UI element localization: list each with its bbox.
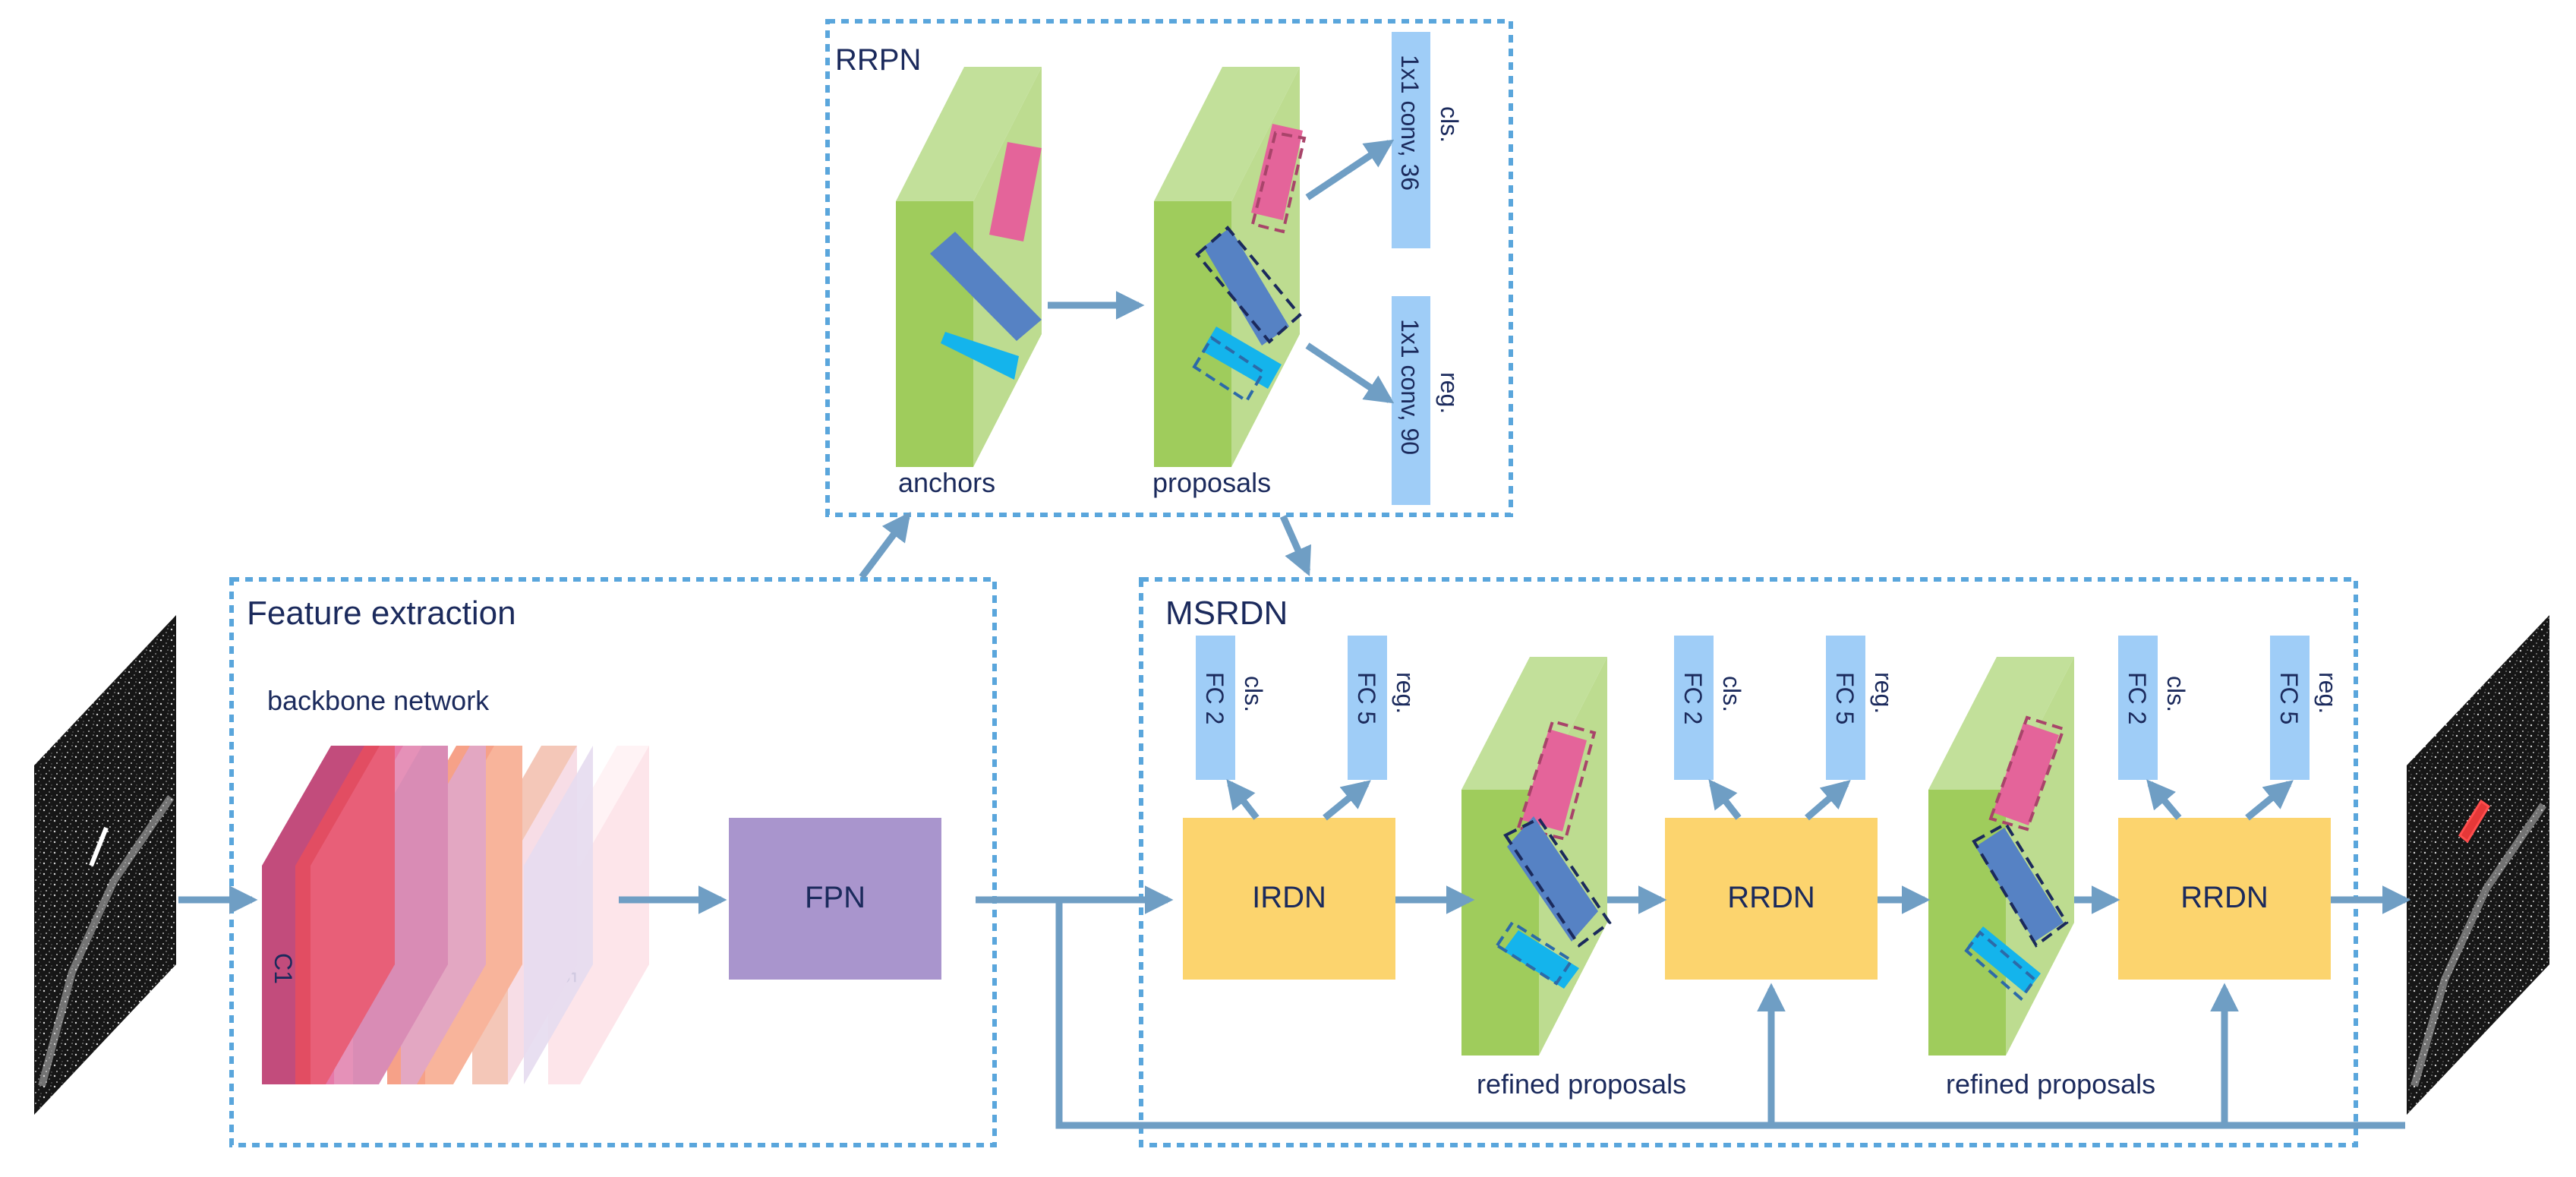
fpn-label: FPN [805,881,865,914]
stage-1-cls-head-label: FC 2 [1201,672,1228,724]
stage-1-irdn: IRDN [1183,818,1395,980]
stage-1-label: IRDN [1252,881,1326,914]
arrow-stage-3-to-reg [2245,780,2294,821]
stage-2-rrdn: RRDN [1665,818,1878,980]
stage-2-cls-head: FC 2 cls. [1674,636,1745,780]
refined-proposals-label-2: refined proposals [1946,1068,2155,1100]
rrpn-cls-head: 1x1 conv, 36 cls. [1392,32,1463,248]
anchors-label: anchors [898,467,995,498]
arrow-stage-3-to-cls [2146,779,2182,820]
stage-2-cls-tag: cls. [1718,676,1745,712]
input-image [34,615,176,1115]
backbone-layer-c1-label: C1 [270,953,297,984]
detected-ship-box [2458,799,2491,844]
stage-3-reg-tag: reg. [2314,672,2341,714]
anchors-feature-map: anchors [896,67,1042,498]
refined-proposals-label-1: refined proposals [1477,1068,1686,1100]
output-image [2407,615,2549,1115]
stage-1-cls-head: FC 2 cls. [1196,636,1267,780]
arrow-stage-1-to-cls [1226,779,1260,820]
backbone-network: C5 C4 C3 C2 C1 [262,746,649,1084]
feature-extraction-title: Feature extraction [247,595,516,632]
proposal-box-cyan [1192,327,1282,403]
rrpn-cls-head-label: 1x1 conv, 36 [1396,55,1424,191]
anchor-box-blue [930,232,1042,341]
msrdn-title: MSRDN [1165,595,1288,632]
arrow-proposals-to-reg [1305,342,1395,404]
feature-skip-line [1055,900,2405,1129]
refined-proposals-map-2: refined proposals [1928,657,2155,1100]
rrpn-title: RRPN [835,43,921,77]
stage-3-cls-tag: cls. [2162,676,2190,712]
rrpn-frame: RRPN [825,19,1513,517]
stage-1-reg-head-label: FC 5 [1353,672,1380,724]
arrow-rrpn-to-msrdn [1279,515,1311,576]
proposal-box-blue [1195,226,1302,346]
proposal-box-pink [1250,124,1307,234]
proposals-label: proposals [1152,467,1271,498]
stage-1-reg-tag: reg. [1392,672,1419,714]
msrdn-frame: MSRDN [1139,577,2358,1147]
stage-3-label: RRDN [2180,881,2269,914]
stage-1-reg-head: FC 5 reg. [1348,636,1419,780]
flow-arrows [178,139,2411,1129]
rrpn-cls-tag: cls. [1436,106,1463,143]
stage-3-reg-head: FC 5 reg. [2270,636,2341,780]
stage-3-reg-head-label: FC 5 [2275,672,2303,724]
rrpn-reg-tag: reg. [1436,372,1463,414]
arrow-proposals-to-cls [1305,139,1395,200]
stage-2-cls-head-label: FC 2 [1679,672,1707,724]
arrow-fpn-to-rrpn [859,511,911,579]
backbone-label: backbone network [267,685,490,716]
backbone-layer-c1: C1 [262,746,395,1084]
rrpn-reg-head-label: 1x1 conv, 90 [1396,319,1424,455]
refined-proposals-map-1: refined proposals [1461,657,1686,1100]
stage-2-reg-tag: reg. [1870,672,1897,714]
stage-2-label: RRDN [1727,881,1815,914]
stage-2-reg-head: FC 5 reg. [1826,636,1897,780]
anchor-box-pink [989,142,1042,241]
proposals-feature-map: proposals [1152,67,1307,498]
anchor-box-cyan [941,332,1019,380]
stage-2-reg-head-label: FC 5 [1831,672,1859,724]
rrpn-reg-head: 1x1 conv, 90 reg. [1392,296,1463,505]
arrow-stage-2-to-cls [1708,779,1742,820]
stage-3-cls-head: FC 2 cls. [2118,636,2190,780]
arrow-stage-2-to-reg [1805,780,1851,821]
arrow-stage-1-to-reg [1323,780,1371,821]
feature-extraction-frame: Feature extraction [229,577,997,1147]
fpn-block: FPN [729,818,941,980]
stage-1-cls-tag: cls. [1240,676,1267,712]
stage-3-rrdn: RRDN [2118,818,2331,980]
stage-3-cls-head-label: FC 2 [2124,672,2151,724]
